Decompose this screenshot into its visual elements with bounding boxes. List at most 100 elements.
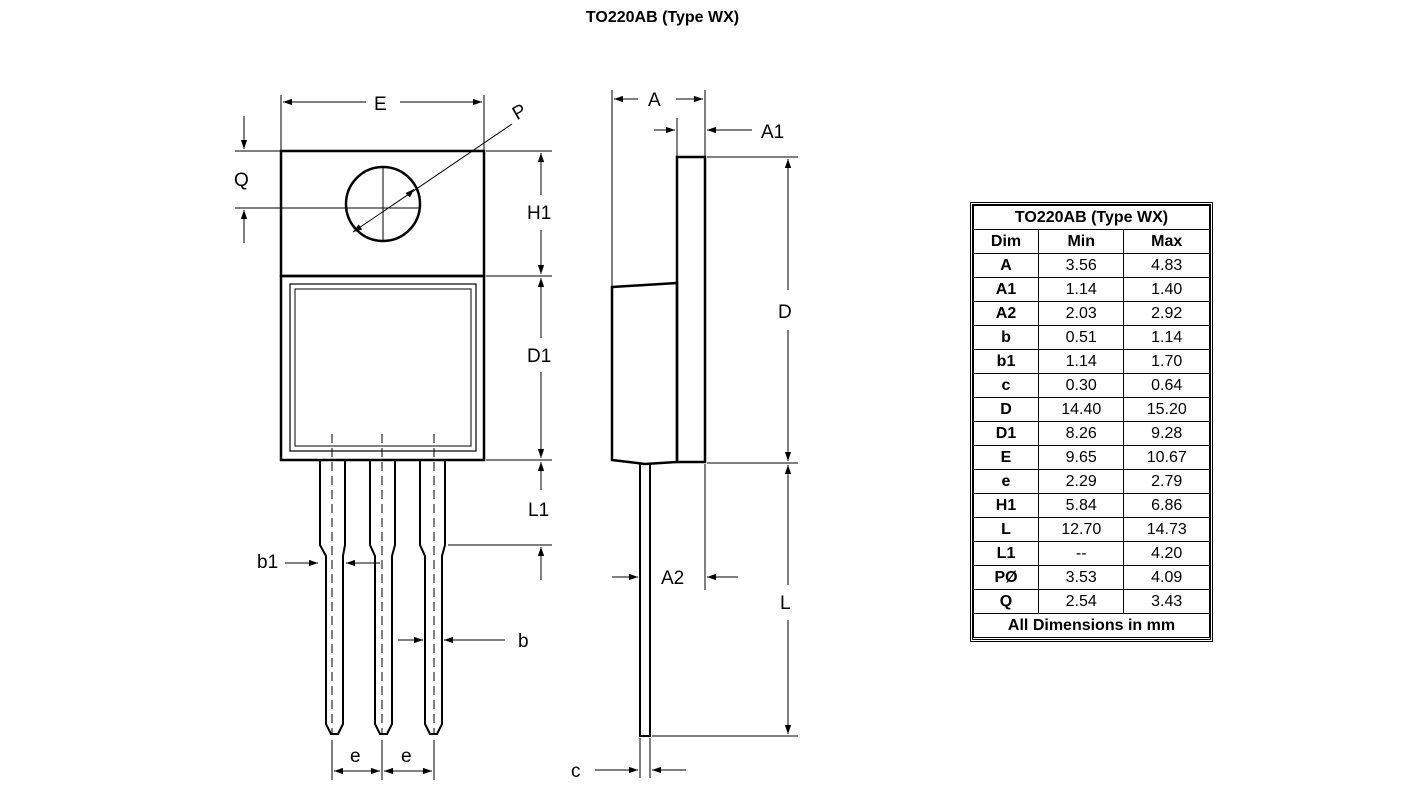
cell-dim: L1 xyxy=(972,541,1040,566)
label-A: A xyxy=(648,90,661,111)
cell-min: 9.65 xyxy=(1038,445,1125,470)
label-A1: A1 xyxy=(761,122,784,143)
label-P: P xyxy=(509,100,530,125)
cell-min: -- xyxy=(1038,541,1125,566)
lead-left xyxy=(319,434,346,735)
dim-A1 xyxy=(654,118,752,156)
side-lead xyxy=(639,463,651,737)
side-view xyxy=(595,90,798,778)
cell-dim: Q xyxy=(972,589,1040,614)
header-min: Min xyxy=(1038,229,1125,254)
label-L: L xyxy=(780,593,791,614)
cell-dim: E xyxy=(972,445,1040,470)
cell-max: 6.86 xyxy=(1123,493,1210,518)
table-title: TO220AB (Type WX) xyxy=(973,205,1210,230)
cell-dim: A2 xyxy=(972,301,1040,326)
dim-D xyxy=(707,156,798,464)
cell-min: 12.70 xyxy=(1038,517,1125,542)
dimension-labels: E P Q H1 D1 L1 b1 b e e A A1 D A2 L c xyxy=(234,90,792,782)
cell-min: 0.51 xyxy=(1038,325,1125,350)
lead-center xyxy=(369,434,396,735)
label-e-left: e xyxy=(350,746,361,767)
cell-dim: PØ xyxy=(972,565,1040,590)
cell-max: 3.43 xyxy=(1123,589,1210,614)
table-row: L1--4.20 xyxy=(972,541,1210,566)
cell-max: 4.20 xyxy=(1123,541,1210,566)
cell-min: 5.84 xyxy=(1038,493,1125,518)
cell-max: 2.92 xyxy=(1123,301,1210,326)
cell-min: 2.03 xyxy=(1038,301,1125,326)
label-c: c xyxy=(571,761,581,782)
label-A2: A2 xyxy=(661,568,684,589)
cell-max: 15.20 xyxy=(1123,397,1210,422)
p-dimension-line xyxy=(352,123,513,233)
page-title: TO220AB (Type WX) xyxy=(585,9,740,26)
cell-min: 2.54 xyxy=(1038,589,1125,614)
front-view xyxy=(235,95,552,780)
dim-e xyxy=(331,740,435,780)
label-b: b xyxy=(518,631,529,652)
dim-Q xyxy=(235,116,345,243)
cell-max: 1.14 xyxy=(1123,325,1210,350)
label-b1: b1 xyxy=(257,552,278,573)
cell-dim: L xyxy=(972,517,1040,542)
cell-dim: A xyxy=(972,253,1040,278)
side-body xyxy=(610,281,679,466)
cell-max: 14.73 xyxy=(1123,517,1210,542)
cell-dim: D1 xyxy=(972,421,1040,446)
cell-max: 1.70 xyxy=(1123,349,1210,374)
cell-dim: e xyxy=(972,469,1040,494)
cell-max: 9.28 xyxy=(1123,421,1210,446)
package-drawing: E P Q H1 D1 L1 b1 b e e A A1 D A2 L c xyxy=(234,90,798,782)
package-body xyxy=(279,274,486,462)
dim-L1 xyxy=(448,462,552,580)
cell-max: 2.79 xyxy=(1123,469,1210,494)
label-H1: H1 xyxy=(527,203,551,224)
dim-A xyxy=(611,90,706,286)
label-L1: L1 xyxy=(528,500,549,521)
header-dim: Dim xyxy=(972,229,1040,254)
table-footer: All Dimensions in mm xyxy=(973,613,1210,638)
header-max: Max xyxy=(1123,229,1210,254)
body-inner-outline-2 xyxy=(294,288,472,447)
cell-min: 2.29 xyxy=(1038,469,1125,494)
dim-A2 xyxy=(612,464,738,590)
cell-min: 0.30 xyxy=(1038,373,1125,398)
cell-dim: b1 xyxy=(972,349,1040,374)
cell-min: 3.56 xyxy=(1038,253,1125,278)
cell-min: 3.53 xyxy=(1038,565,1125,590)
cell-dim: H1 xyxy=(972,493,1040,518)
lead-right xyxy=(419,434,446,735)
dim-L xyxy=(652,465,798,737)
label-D1: D1 xyxy=(527,346,551,367)
dim-D1 xyxy=(486,278,552,461)
label-E: E xyxy=(374,94,387,115)
label-e-right: e xyxy=(401,746,412,767)
label-D: D xyxy=(778,302,792,323)
cell-max: 4.09 xyxy=(1123,565,1210,590)
cell-max: 0.64 xyxy=(1123,373,1210,398)
cell-dim: b xyxy=(972,325,1040,350)
label-Q: Q xyxy=(234,170,249,191)
cell-dim: A1 xyxy=(972,277,1040,302)
cell-dim: D xyxy=(972,397,1040,422)
cell-max: 10.67 xyxy=(1123,445,1210,470)
cell-max: 4.83 xyxy=(1123,253,1210,278)
table-header-row: Dim Min Max xyxy=(972,229,1210,254)
body-inner-outline xyxy=(289,283,477,452)
dim-H1 xyxy=(486,150,552,277)
